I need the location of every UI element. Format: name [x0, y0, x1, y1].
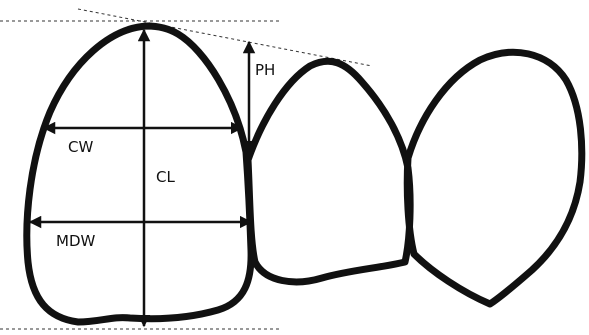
cw-label: CW: [68, 138, 93, 156]
ph-label: PH: [255, 61, 275, 79]
mdw-label: MDW: [56, 232, 95, 250]
contact-tangent-line: [77, 8, 373, 67]
lateral-incisor-outline: [244, 57, 414, 286]
canine-outline: [403, 48, 586, 308]
cl-label: CL: [156, 168, 175, 186]
central-incisor-outline: [23, 22, 255, 326]
